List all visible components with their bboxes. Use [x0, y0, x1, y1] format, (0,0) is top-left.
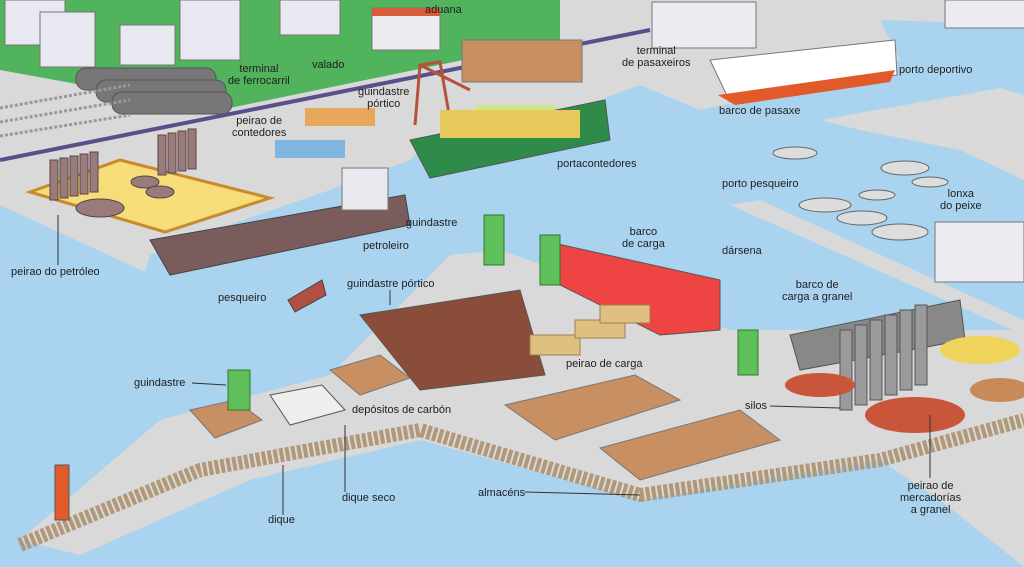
label-peirao-petroleo: peirao do petróleo — [11, 266, 100, 278]
label-pesqueiro: pesqueiro — [218, 292, 267, 304]
label-petroleiro: petroleiro — [363, 240, 409, 252]
label-portacontedores: portacontedores — [557, 158, 637, 170]
lighthouse — [54, 464, 70, 521]
label-line: de pasaxeiros — [622, 57, 691, 69]
label-line: barco de — [795, 279, 839, 291]
bulk-piles — [785, 336, 1024, 433]
label-line: de ferrocarril — [228, 75, 290, 87]
label-line: terminal — [239, 63, 279, 75]
label-line: mercadorías — [900, 492, 962, 504]
dry-dock-ship — [269, 384, 346, 426]
label-silos: silos — [745, 400, 768, 412]
fishing-boat — [287, 279, 327, 313]
coal-deposits — [359, 289, 546, 391]
boats — [772, 146, 949, 241]
label-dique: dique — [268, 514, 295, 526]
label-valado: valado — [312, 59, 345, 71]
portal-crane-top — [413, 60, 471, 126]
oil-tanker — [149, 194, 411, 276]
city-buildings — [4, 0, 341, 68]
passenger-terminal — [651, 1, 757, 49]
passenger-ship — [709, 39, 898, 103]
label-guindastre-top: guindastre — [406, 217, 458, 229]
label-peirao-carga: peirao de carga — [566, 358, 643, 370]
label-porto-pesqueiro: porto pesqueiro — [722, 178, 799, 190]
label-line: carga a granel — [782, 291, 853, 303]
leader-lines — [57, 215, 931, 515]
label-porto-deportivo: porto deportivo — [899, 64, 973, 76]
label-line: barco — [629, 226, 658, 238]
label-depositos-carbon: depósitos de carbón — [352, 404, 452, 416]
label-line: peirao de — [907, 480, 954, 492]
label-guindastre-left: guindastre — [134, 377, 186, 389]
cranes — [227, 214, 759, 411]
label-line: contedores — [232, 127, 287, 139]
label-aduana: aduana — [425, 4, 462, 16]
railway-tracks — [0, 83, 131, 138]
timber-stacks — [529, 304, 651, 356]
label-almacens: almacéns — [478, 487, 526, 499]
label-line: pórtico — [367, 98, 401, 110]
fish-market — [934, 221, 1024, 283]
label-line: lonxa — [947, 188, 974, 200]
marina-pier — [820, 88, 1024, 180]
label-guindastre-portico-mid: guindastre pórtico — [347, 278, 435, 290]
label-line: de carga — [622, 238, 665, 250]
oil-tanks — [49, 128, 197, 218]
label-line: guindastre — [358, 86, 410, 98]
label-line: peirao de — [236, 115, 283, 127]
label-barco-pasaxe: barco de pasaxe — [719, 105, 801, 117]
warehouse-top — [461, 39, 583, 83]
label-line: terminal — [636, 45, 676, 57]
label-line: a granel — [910, 504, 951, 516]
fishing-pier — [730, 200, 1024, 335]
label-dique-seco: dique seco — [342, 492, 396, 504]
label-darsena: dársena — [722, 245, 762, 257]
label-line: do peixe — [940, 200, 982, 212]
breakwater-rocks — [17, 413, 1024, 552]
